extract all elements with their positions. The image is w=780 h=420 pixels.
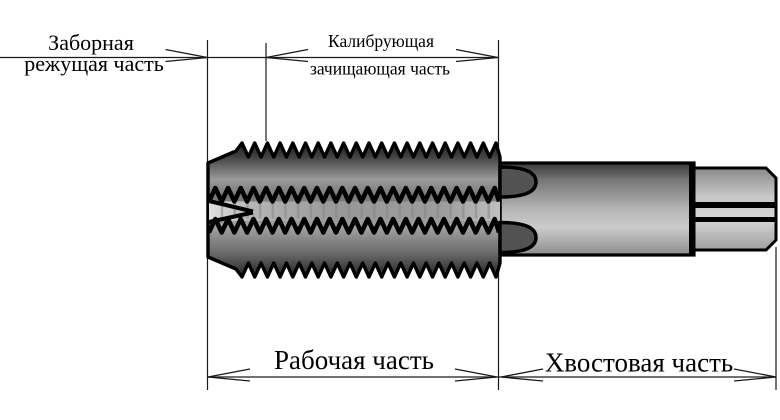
dimension-arrowhead — [454, 368, 498, 382]
core-web-band — [209, 201, 500, 221]
dimension-arrowhead — [265, 48, 309, 63]
lower-flute-zigzag — [206, 216, 502, 235]
label-calibrating-line1: Калибрующая — [328, 31, 434, 51]
flute-runout-top — [498, 165, 538, 199]
shank-group — [498, 161, 778, 257]
dimension-arrowhead — [455, 48, 499, 63]
dimension-arrowhead — [165, 48, 208, 63]
dimension-arrowheads — [165, 48, 777, 382]
label-calibrating-line2: зачищающая часть — [310, 59, 450, 79]
flute-runout-bottom — [498, 220, 538, 255]
upper-flute-zigzag — [206, 185, 502, 204]
threaded-section — [206, 141, 502, 279]
square-tang — [692, 166, 778, 252]
label-shank-part: Хвостовая часть — [545, 348, 733, 378]
core-thread-stripes — [220, 203, 490, 219]
dimension-arrowhead — [500, 368, 544, 382]
label-working-part: Рабочая часть — [274, 345, 434, 375]
flute-runouts — [498, 165, 538, 255]
dimension-arrowhead — [207, 368, 251, 382]
label-lead-cutting-line2: режущая часть — [24, 51, 164, 76]
dimension-arrowhead — [733, 368, 777, 382]
label-lead-cutting-line1: Заборная — [48, 30, 134, 55]
